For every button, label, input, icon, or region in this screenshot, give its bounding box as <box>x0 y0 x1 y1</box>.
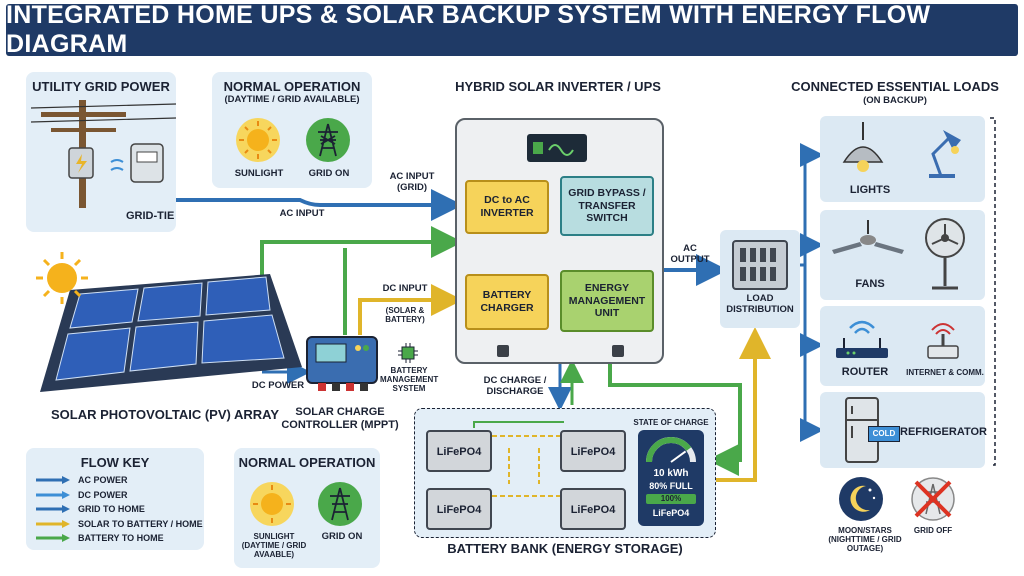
charge-controller-label: SOLAR CHARGE CONTROLLER (MPPT) <box>281 406 399 431</box>
grid-on-label: GRID ON <box>308 168 350 179</box>
soc-percent-bar: 100% <box>646 494 696 504</box>
soc-title: STATE OF CHARGE <box>633 418 709 427</box>
fans-label: FANS <box>855 278 885 290</box>
moon-label: MOON/STARS (NIGHTTIME / GRID OUTAGE) <box>828 526 902 554</box>
dc-power-label: DC POWER <box>251 380 305 391</box>
sunlight-label: SUNLIGHT <box>234 168 284 179</box>
battery-cell-label: LiFePO4 <box>570 446 616 458</box>
load-distribution-panel: LOAD DISTRIBUTION <box>720 230 800 328</box>
title-bar: INTEGRATED HOME UPS & SOLAR BACKUP SYSTE… <box>6 1 1018 58</box>
battery-wiring <box>473 421 564 497</box>
load-card-fans: FANS <box>820 210 985 300</box>
cold-badge: COLD <box>868 426 900 442</box>
ac-input-label: AC INPUT <box>279 208 325 219</box>
grid-bypass-block: GRID BYPASS / TRANSFER SWITCH <box>560 176 654 236</box>
pendant-lamp-icon <box>842 122 884 172</box>
sun-icon <box>236 118 280 162</box>
ceiling-fan-icon <box>832 220 904 254</box>
ac-input-line <box>140 189 463 221</box>
breaker-panel-icon <box>732 240 788 290</box>
refrigerator-icon <box>845 397 879 463</box>
moon-stars-icon <box>839 477 883 521</box>
normal-top-subtitle: (DAYTIME / GRID AVAILABLE) <box>224 93 360 105</box>
ac-output-label: AC OUTPUT <box>670 243 710 265</box>
dc-input-label: DC INPUT <box>382 283 428 294</box>
page-title: INTEGRATED HOME UPS & SOLAR BACKUP SYSTE… <box>6 1 931 58</box>
sun-icon-small <box>36 252 88 304</box>
chip-icon <box>398 343 418 363</box>
utility-pole-icon <box>31 100 176 208</box>
lights-label: LIGHTS <box>849 184 891 196</box>
sun-icon <box>250 482 294 526</box>
inverter-title: HYBRID SOLAR INVERTER / UPS <box>455 79 661 94</box>
solar-battery-label: (SOLAR & BATTERY) <box>385 306 425 325</box>
transmission-tower-icon <box>318 482 362 526</box>
flow-key-item: GRID TO HOME <box>36 502 204 517</box>
normal-top-title: NORMAL OPERATION <box>223 79 361 94</box>
dc-input-line <box>358 284 463 335</box>
pv-array-label: SOLAR PHOTOVOLTAIC (PV) ARRAY <box>51 407 279 422</box>
loads-title: CONNECTED ESSENTIAL LOADS <box>791 79 999 94</box>
flow-key-item: DC POWER <box>36 487 204 502</box>
grid-tie-label: GRID-TIE <box>126 210 175 222</box>
normal-bottom-title: NORMAL OPERATION <box>238 455 376 470</box>
battery-yellow-line <box>715 327 771 482</box>
flow-key-item: SOLAR TO BATTERY / HOME <box>36 516 204 531</box>
flow-key-list: AC POWER DC POWER GRID TO HOME SOLAR TO … <box>26 473 204 546</box>
battery-green-line <box>608 345 742 476</box>
normal-operation-bottom-panel: NORMAL OPERATION SUNLIGHT (DAYTIME / GRI… <box>234 448 380 568</box>
utility-grid-panel: UTILITY GRID POWER GRID-TIE <box>26 72 176 232</box>
battery-charger-block: BATTERY CHARGER <box>465 274 549 330</box>
soc-chem: LiFePO4 <box>652 508 690 518</box>
internet-label: INTERNET & COMM. <box>906 368 984 377</box>
battery-cell-4: LiFePO4 <box>560 488 626 530</box>
battery-bank-label: BATTERY BANK (ENERGY STORAGE) <box>447 541 683 556</box>
inverter-display <box>527 134 587 162</box>
battery-cell-label: LiFePO4 <box>436 504 482 516</box>
load-card-router: ROUTER INTERNET & COMM. <box>820 306 985 386</box>
desk-lamp-icon <box>929 130 961 178</box>
normal-operation-top-panel: NORMAL OPERATION (DAYTIME / GRID AVAILAB… <box>212 72 372 188</box>
flow-key-item: AC POWER <box>36 473 204 488</box>
flow-key-panel: FLOW KEY AC POWER DC POWER GRID TO HOME … <box>26 448 204 550</box>
grid-on-bottom-label: GRID ON <box>321 531 363 542</box>
router-icon <box>836 320 888 358</box>
refrigerator-label: REFRIGERATOR <box>900 426 987 438</box>
load-card-lights: LIGHTS <box>820 116 985 202</box>
load-distribution-label: LOAD DISTRIBUTION <box>726 293 794 315</box>
grid-off-icon <box>911 477 955 521</box>
loads-subtitle: (ON BACKUP) <box>863 95 927 106</box>
energy-management-block: ENERGY MANAGEMENT UNIT <box>560 270 654 332</box>
standing-fan-icon <box>925 218 965 290</box>
solar-green-line <box>260 226 463 275</box>
antenna-device-icon <box>927 323 959 359</box>
flow-key-title: FLOW KEY <box>80 455 150 470</box>
dc-ac-inverter-block: DC to AC INVERTER <box>465 180 549 234</box>
bms-label: BATTERY MANAGEMENT SYSTEM <box>380 366 439 394</box>
utility-grid-title: UTILITY GRID POWER <box>32 79 170 94</box>
soc-gauge-icon <box>646 437 696 463</box>
router-label: ROUTER <box>841 366 889 378</box>
grid-off-label: GRID OFF <box>913 526 953 535</box>
load-bus-line <box>800 153 818 432</box>
flow-key-item: BATTERY TO HOME <box>36 531 204 546</box>
soc-capacity: 10 kWh <box>653 468 689 479</box>
solar-panel-array-icon <box>40 274 302 392</box>
ac-input-grid-label: AC INPUT (GRID) <box>389 171 435 193</box>
load-card-refrigerator: COLD REFRIGERATOR <box>820 392 987 468</box>
battery-cell-2: LiFePO4 <box>560 430 626 472</box>
battery-cell-label: LiFePO4 <box>570 504 616 516</box>
battery-cell-3: LiFePO4 <box>426 488 492 530</box>
charge-controller-icon <box>306 336 378 391</box>
dc-charge-label: DC CHARGE / DISCHARGE <box>483 375 547 397</box>
transmission-tower-icon <box>306 118 350 162</box>
soc-gauge-panel: 10 kWh 80% FULL 100% LiFePO4 <box>638 430 704 526</box>
soc-full: 80% FULL <box>649 481 693 491</box>
battery-cell-1: LiFePO4 <box>426 430 492 472</box>
sunlight-bottom-label: SUNLIGHT (DAYTIME / GRID AVAABLE) <box>241 532 307 560</box>
battery-cell-label: LiFePO4 <box>436 446 482 458</box>
